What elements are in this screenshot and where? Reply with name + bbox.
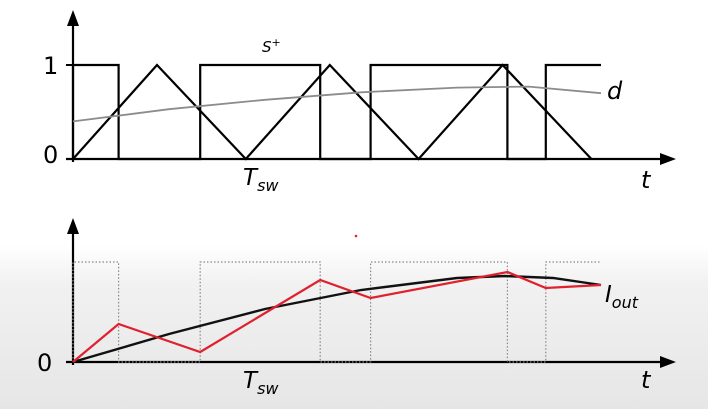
- bottom-panel: 0 t Iout Tsw: [37, 218, 676, 398]
- top-y-axis-arrowhead: [67, 10, 79, 26]
- top-y-tick-high-label: 1: [43, 52, 58, 80]
- top-period-label: Tsw: [243, 165, 279, 195]
- top-pwm-square-wave: [71, 63, 601, 161]
- top-x-axis-label: t: [641, 166, 652, 194]
- bottom-gate-signal-dotted: [72, 261, 601, 363]
- bottom-x-axis-arrowhead: [660, 356, 676, 368]
- bottom-output-current-label: Iout: [605, 282, 639, 312]
- top-duty-cycle-curve: [72, 85, 602, 123]
- bottom-x-axis-label: t: [641, 366, 652, 394]
- output-label-subscript: out: [612, 293, 639, 312]
- output-label-main: I: [605, 282, 612, 308]
- top-panel: 1 0 t d S+ Tsw: [43, 10, 676, 195]
- bottom-y-axis-arrowhead: [67, 218, 79, 234]
- bottom-current-ripple-curve: [72, 270, 602, 363]
- top-duty-curve-label: d: [607, 77, 623, 105]
- stray-red-dot: [354, 234, 358, 238]
- bottom-y-tick-zero-label: 0: [37, 349, 52, 377]
- bottom-average-current-curve: [72, 274, 602, 364]
- switch-label-main: S: [262, 38, 272, 56]
- bottom-period-subscript: sw: [257, 379, 279, 398]
- top-y-tick-zero-label: 0: [43, 141, 58, 169]
- top-switch-signal-label: S+: [262, 36, 281, 56]
- switch-label-superscript: +: [272, 36, 281, 49]
- top-period-subscript: sw: [257, 176, 279, 195]
- top-period-main: T: [243, 165, 259, 191]
- bottom-period-main: T: [243, 368, 259, 394]
- bottom-period-label: Tsw: [243, 368, 279, 398]
- top-triangle-carrier: [72, 63, 593, 161]
- top-x-axis-arrowhead: [660, 153, 676, 165]
